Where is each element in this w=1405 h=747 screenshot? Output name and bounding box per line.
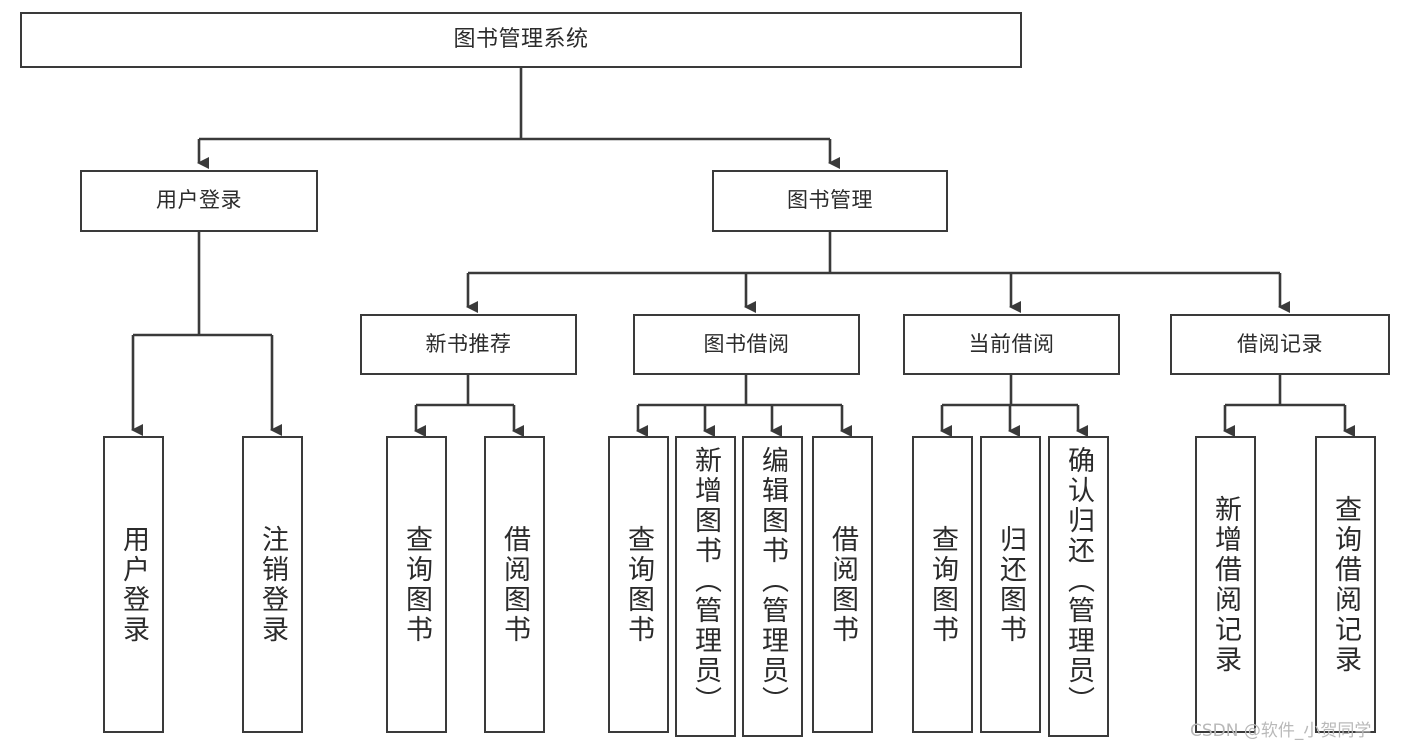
leaf-borrow-borrow-book[interactable]: 借阅图书 bbox=[812, 436, 873, 733]
leaf-label: 新增图书（管理员） bbox=[690, 446, 721, 716]
leaf-borrow-query-book[interactable]: 查询图书 bbox=[608, 436, 669, 733]
leaf-label: 借阅图书 bbox=[827, 524, 858, 645]
node-borrow-record[interactable]: 借阅记录 bbox=[1170, 314, 1390, 375]
leaf-label: 查询借阅记录 bbox=[1330, 494, 1361, 675]
leaf-label: 新增借阅记录 bbox=[1210, 494, 1241, 675]
leaf-label: 编辑图书（管理员） bbox=[757, 446, 788, 716]
leaf-label: 查询图书 bbox=[623, 524, 654, 645]
node-user-login-label: 用户登录 bbox=[156, 188, 242, 213]
leaf-label: 用户登录 bbox=[118, 524, 149, 645]
node-book-management[interactable]: 图书管理 bbox=[712, 170, 948, 232]
node-current-borrow[interactable]: 当前借阅 bbox=[903, 314, 1120, 375]
leaf-user-login-login[interactable]: 用户登录 bbox=[103, 436, 164, 733]
node-book-borrow[interactable]: 图书借阅 bbox=[633, 314, 860, 375]
node-book-management-label: 图书管理 bbox=[787, 188, 873, 213]
node-root-label: 图书管理系统 bbox=[453, 26, 589, 52]
node-borrow-record-label: 借阅记录 bbox=[1237, 331, 1323, 356]
leaf-borrow-edit-book-admin[interactable]: 编辑图书（管理员） bbox=[742, 436, 803, 737]
leaf-recommend-borrow-book[interactable]: 借阅图书 bbox=[484, 436, 545, 733]
node-root[interactable]: 图书管理系统 bbox=[20, 12, 1022, 68]
node-book-borrow-label: 图书借阅 bbox=[703, 331, 790, 356]
leaf-borrow-add-book-admin[interactable]: 新增图书（管理员） bbox=[675, 436, 736, 737]
leaf-label: 借阅图书 bbox=[499, 524, 530, 645]
leaf-record-query-record[interactable]: 查询借阅记录 bbox=[1315, 436, 1376, 733]
leaf-current-confirm-return-admin[interactable]: 确认归还（管理员） bbox=[1048, 436, 1109, 737]
leaf-label: 查询图书 bbox=[401, 524, 432, 645]
leaf-label: 归还图书 bbox=[995, 524, 1026, 645]
node-new-book-recommend[interactable]: 新书推荐 bbox=[360, 314, 577, 375]
leaf-label: 查询图书 bbox=[927, 524, 958, 645]
leaf-current-query-book[interactable]: 查询图书 bbox=[912, 436, 973, 733]
node-current-borrow-label: 当前借阅 bbox=[968, 331, 1055, 356]
leaf-user-login-logout[interactable]: 注销登录 bbox=[242, 436, 303, 733]
leaf-label: 确认归还（管理员） bbox=[1063, 446, 1094, 716]
leaf-label: 注销登录 bbox=[257, 524, 288, 645]
leaf-record-add-record[interactable]: 新增借阅记录 bbox=[1195, 436, 1256, 733]
node-user-login[interactable]: 用户登录 bbox=[80, 170, 318, 232]
leaf-recommend-query-book[interactable]: 查询图书 bbox=[386, 436, 447, 733]
csdn-watermark: CSDN @软件_小贺同学 bbox=[1190, 721, 1372, 741]
leaf-current-return-book[interactable]: 归还图书 bbox=[980, 436, 1041, 733]
node-new-book-recommend-label: 新书推荐 bbox=[425, 331, 512, 356]
